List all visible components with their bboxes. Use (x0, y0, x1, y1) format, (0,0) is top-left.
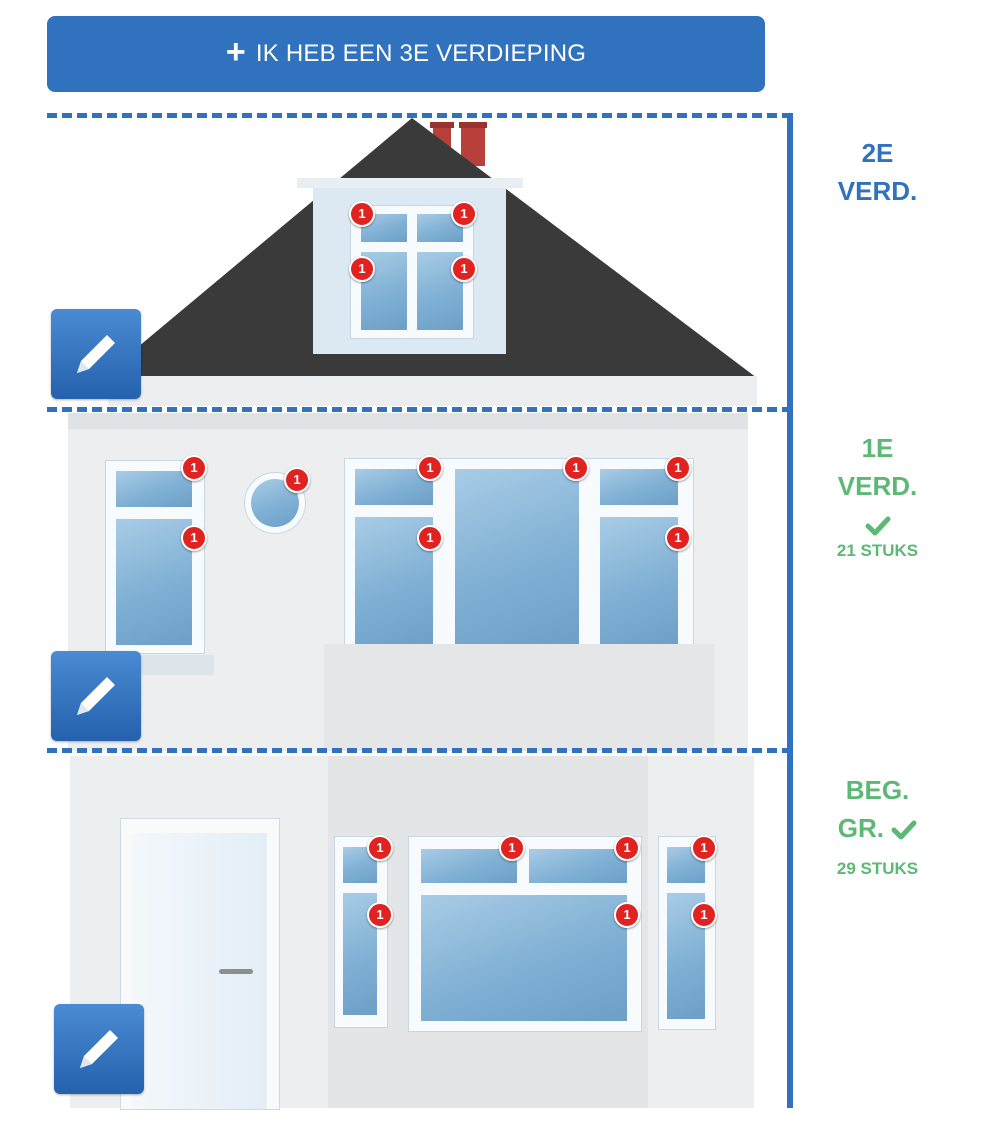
floor-label-ground[interactable]: BEG. GR. 29 STUKS (800, 771, 955, 881)
plus-icon: + (225, 33, 246, 71)
check-icon (891, 820, 917, 840)
bay-base (324, 644, 714, 751)
window-marker[interactable]: 1 (499, 835, 525, 861)
floor-divider (47, 407, 792, 412)
window-marker[interactable]: 1 (614, 835, 640, 861)
floor-scale-line (787, 113, 793, 1108)
window-marker[interactable]: 1 (417, 455, 443, 481)
window-marker[interactable]: 1 (665, 525, 691, 551)
floor-label-line1: 1E (861, 433, 894, 463)
pencil-icon (77, 335, 115, 373)
ground-left-window (334, 836, 388, 1028)
front-door (120, 818, 280, 1110)
floor-label-line2: GR. (837, 813, 884, 843)
window-marker[interactable]: 1 (349, 256, 375, 282)
side-pane (116, 519, 192, 645)
add-floor-button-label: IK HEB EEN 3E VERDIEPING (255, 40, 587, 67)
ground-right-window (658, 836, 716, 1030)
window-marker[interactable]: 1 (451, 201, 477, 227)
floor-label-line1: BEG. (845, 775, 910, 805)
item-count: 21 STUKS (836, 541, 919, 560)
edit-second-floor-button[interactable] (51, 309, 141, 399)
pencil-icon (80, 1030, 118, 1068)
first-floor-ledge (68, 413, 748, 429)
bay-pane (600, 469, 678, 505)
side-window (105, 460, 205, 654)
floor-label-line2: VERD. (837, 471, 918, 501)
ground-pane (529, 849, 627, 883)
check-icon (865, 516, 890, 536)
window-marker[interactable]: 1 (417, 525, 443, 551)
window-marker[interactable]: 1 (367, 902, 393, 928)
status-check (800, 505, 955, 539)
window-marker[interactable]: 1 (691, 835, 717, 861)
window-marker[interactable]: 1 (181, 525, 207, 551)
floor-label-second[interactable]: 2E VERD. (800, 134, 955, 210)
edit-ground-floor-button[interactable] (54, 1004, 144, 1094)
edit-first-floor-button[interactable] (51, 651, 141, 741)
floor-divider (47, 748, 792, 753)
item-count: 29 STUKS (836, 859, 919, 878)
side-pane (116, 471, 192, 507)
window-marker[interactable]: 1 (563, 455, 589, 481)
pencil-icon (77, 677, 115, 715)
bay-window-upper (344, 458, 694, 648)
ground-pane (421, 895, 627, 1021)
add-floor-button[interactable]: + IK HEB EEN 3E VERDIEPING (47, 16, 765, 92)
floor-label-first[interactable]: 1E VERD. 21 STUKS (800, 429, 955, 563)
floor-divider (47, 113, 792, 118)
window-marker[interactable]: 1 (614, 902, 640, 928)
window-marker[interactable]: 1 (349, 201, 375, 227)
floor-label-line2-row: GR. (800, 809, 955, 847)
window-marker[interactable]: 1 (451, 256, 477, 282)
window-marker[interactable]: 1 (665, 455, 691, 481)
floor-label-line1: 2E (861, 138, 894, 168)
window-marker[interactable]: 1 (691, 902, 717, 928)
window-marker[interactable]: 1 (181, 455, 207, 481)
window-marker[interactable]: 1 (367, 835, 393, 861)
floor-label-line2: VERD. (837, 176, 918, 206)
bay-pane (455, 469, 579, 647)
door-handle (219, 969, 253, 974)
ground-main-window (408, 836, 642, 1032)
window-marker[interactable]: 1 (284, 467, 310, 493)
